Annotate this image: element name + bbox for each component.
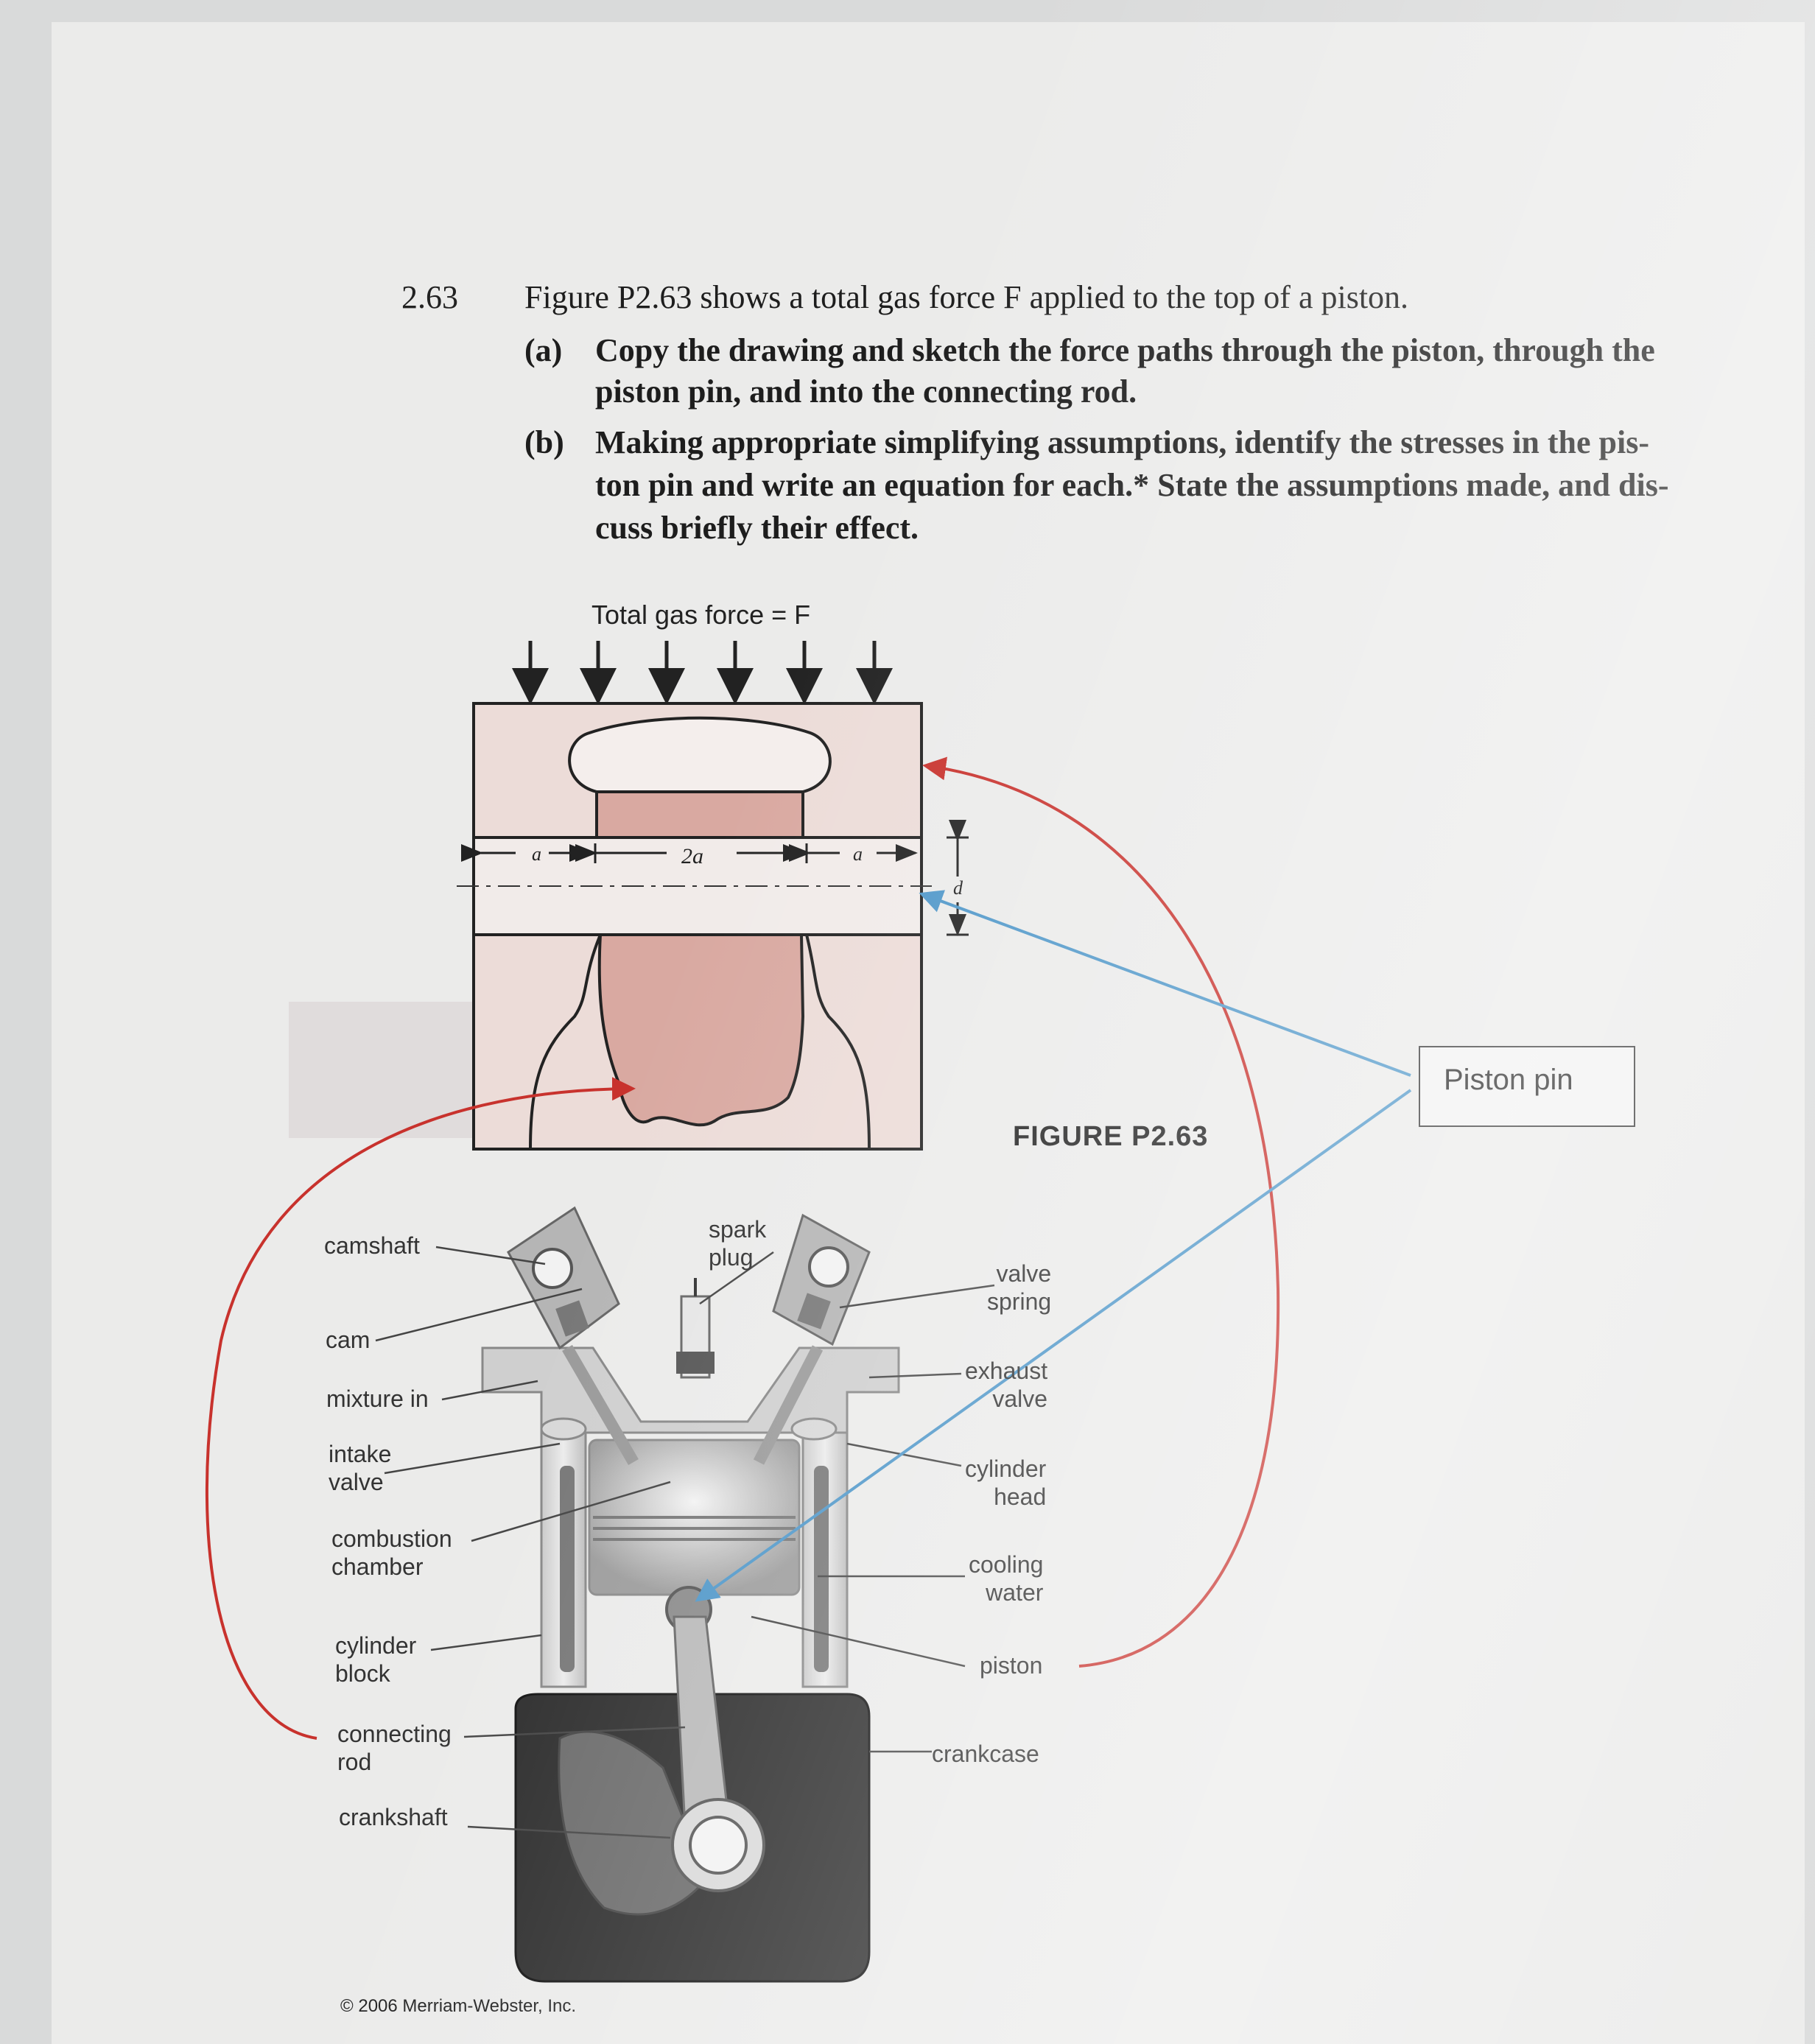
part-a-line-1: Copy the drawing and sketch the force pa… (595, 332, 1655, 368)
label-valve-spring: valve spring (987, 1260, 1051, 1316)
gas-force-label: Total gas force = F (591, 600, 811, 630)
label-crankcase: crankcase (932, 1741, 1039, 1767)
engine-illustration (481, 1206, 900, 1983)
label-cylinder-head-line-2: head (994, 1483, 1047, 1510)
dim-a-left: a (532, 843, 541, 865)
part-a-label: (a) (524, 332, 563, 368)
label-intake-valve: intake valve (329, 1440, 391, 1496)
label-combustion-chamber-line-1: combustion (331, 1525, 452, 1552)
piston-pin-callout: Piston pin (1419, 1046, 1635, 1127)
label-valve-spring-line-2: spring (987, 1288, 1052, 1315)
label-spark-plug-line-1: spark (709, 1216, 767, 1243)
label-cylinder-block-line-2: block (335, 1660, 390, 1687)
label-cam: cam (326, 1327, 371, 1353)
label-intake-valve-line-1: intake (329, 1441, 392, 1467)
label-cylinder-block: cylinder block (335, 1632, 416, 1687)
label-exhaust-valve-line-2: valve (992, 1386, 1048, 1412)
figure-caption: FIGURE P2.63 (1013, 1121, 1209, 1152)
gas-force-arrows (512, 641, 893, 705)
background-shade (289, 1002, 473, 1138)
dim-a-right: a (853, 843, 863, 865)
part-b-label: (b) (524, 424, 564, 460)
label-piston: piston (980, 1652, 1043, 1679)
part-b-line-3: cuss briefly their effect. (595, 510, 919, 546)
label-mixture-in: mixture in (326, 1386, 429, 1412)
label-valve-spring-line-1: valve (996, 1260, 1052, 1287)
piston-pin-callout-text: Piston pin (1444, 1064, 1573, 1096)
piston-crown-cavity (568, 716, 832, 793)
label-cooling-water-line-2: water (986, 1579, 1044, 1606)
label-connecting-rod: connecting rod (337, 1720, 452, 1776)
copyright-notice: © 2006 Merriam-Webster, Inc. (340, 1996, 577, 2016)
water-jacket-right (814, 1466, 829, 1672)
crank-web (558, 1730, 709, 1916)
water-jacket-left (560, 1466, 575, 1672)
problem-number: 2.63 (401, 279, 458, 315)
label-exhaust-valve: exhaust valve (965, 1357, 1047, 1413)
cylinder-head-shape (481, 1346, 900, 1434)
label-cooling-water-line-1: cooling (969, 1551, 1044, 1578)
label-spark-plug: spark plug (709, 1215, 766, 1271)
label-cylinder-head-line-1: cylinder (965, 1455, 1047, 1482)
label-crankshaft: crankshaft (339, 1804, 448, 1830)
label-leaders (375, 1246, 995, 1839)
piston-pin-pointers (695, 890, 1412, 1602)
part-a-line-2: piston pin, and into the connecting rod. (595, 373, 1137, 410)
piston-section (457, 702, 932, 1151)
label-cylinder-head: cylinder head (965, 1455, 1046, 1511)
label-connecting-rod-line-2: rod (337, 1749, 372, 1775)
dim-d: d (953, 877, 963, 899)
force-path-annotation (205, 756, 1280, 1740)
label-cooling-water: cooling water (969, 1550, 1043, 1606)
part-b-line-1: Making appropriate simplifying assumptio… (595, 424, 1649, 460)
label-intake-valve-line-2: valve (329, 1469, 384, 1495)
part-b-line-2: ton pin and write an equation for each.*… (595, 467, 1669, 503)
label-combustion-chamber: combustion chamber (331, 1525, 452, 1581)
label-combustion-chamber-line-2: chamber (331, 1553, 424, 1580)
label-camshaft: camshaft (324, 1232, 420, 1259)
dim-2a: 2a (681, 844, 703, 868)
label-cylinder-block-line-1: cylinder (335, 1632, 417, 1659)
connecting-rod-section (597, 933, 805, 1127)
small-end (595, 790, 804, 839)
label-spark-plug-line-2: plug (709, 1244, 754, 1271)
problem-stem: Figure P2.63 shows a total gas force F a… (524, 279, 1409, 315)
label-exhaust-valve-line-1: exhaust (965, 1358, 1048, 1384)
label-connecting-rod-line-1: connecting (337, 1721, 452, 1747)
